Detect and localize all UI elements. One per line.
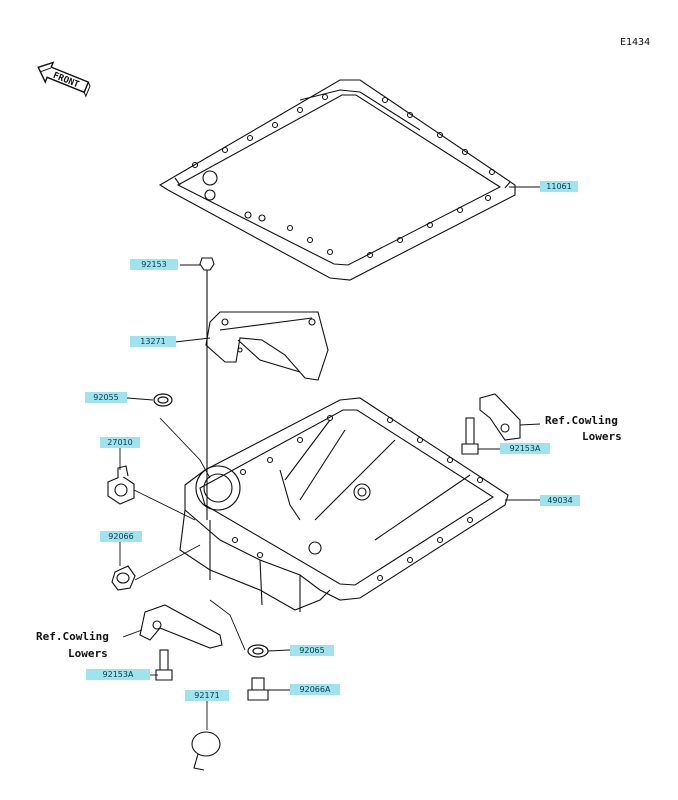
oil-pressure-switch-27010[interactable]: [107, 465, 135, 505]
callout-27010[interactable]: 27010: [100, 437, 140, 448]
ref-cowling-right-line2[interactable]: Lowers: [582, 430, 622, 443]
callout-49034[interactable]: 49034: [540, 495, 580, 506]
front-arrow-icon: FRONT: [37, 61, 91, 98]
callout-92153a-right[interactable]: 92153A: [500, 443, 550, 454]
baffle-plate[interactable]: [205, 311, 329, 381]
o-ring-92055[interactable]: [153, 393, 173, 407]
gasket-92065[interactable]: [247, 644, 269, 658]
callout-92065[interactable]: 92065: [290, 645, 334, 656]
bolt-92153[interactable]: [199, 257, 215, 520]
bracket-left[interactable]: [139, 604, 223, 649]
callout-92066[interactable]: 92066: [100, 531, 142, 542]
bracket-right[interactable]: [479, 393, 521, 441]
diagram-code: E1434: [620, 37, 651, 48]
callout-13271[interactable]: 13271: [130, 336, 176, 347]
callout-92066a[interactable]: 92066A: [290, 684, 340, 695]
bolt-92153a-left[interactable]: [155, 649, 173, 681]
oil-pan[interactable]: [179, 397, 509, 612]
callout-92153a-left[interactable]: 92153A: [86, 669, 150, 680]
drain-plug-92066a[interactable]: [247, 677, 269, 701]
callout-92153[interactable]: 92153: [130, 259, 178, 270]
bolt-92153a-right[interactable]: [461, 417, 479, 455]
callout-92171[interactable]: 92171: [185, 690, 229, 701]
ref-cowling-left-line1[interactable]: Ref.Cowling: [36, 630, 109, 643]
clamp-92171[interactable]: [191, 731, 221, 771]
plug-92066[interactable]: [111, 565, 136, 591]
callout-11061[interactable]: 11061: [540, 181, 578, 192]
oil-pan-gasket[interactable]: [158, 79, 516, 281]
leader-lines: [119, 186, 541, 730]
ref-cowling-right-line1[interactable]: Ref.Cowling: [545, 414, 618, 427]
callout-92055[interactable]: 92055: [85, 392, 127, 403]
ref-cowling-left-line2[interactable]: Lowers: [68, 647, 108, 660]
